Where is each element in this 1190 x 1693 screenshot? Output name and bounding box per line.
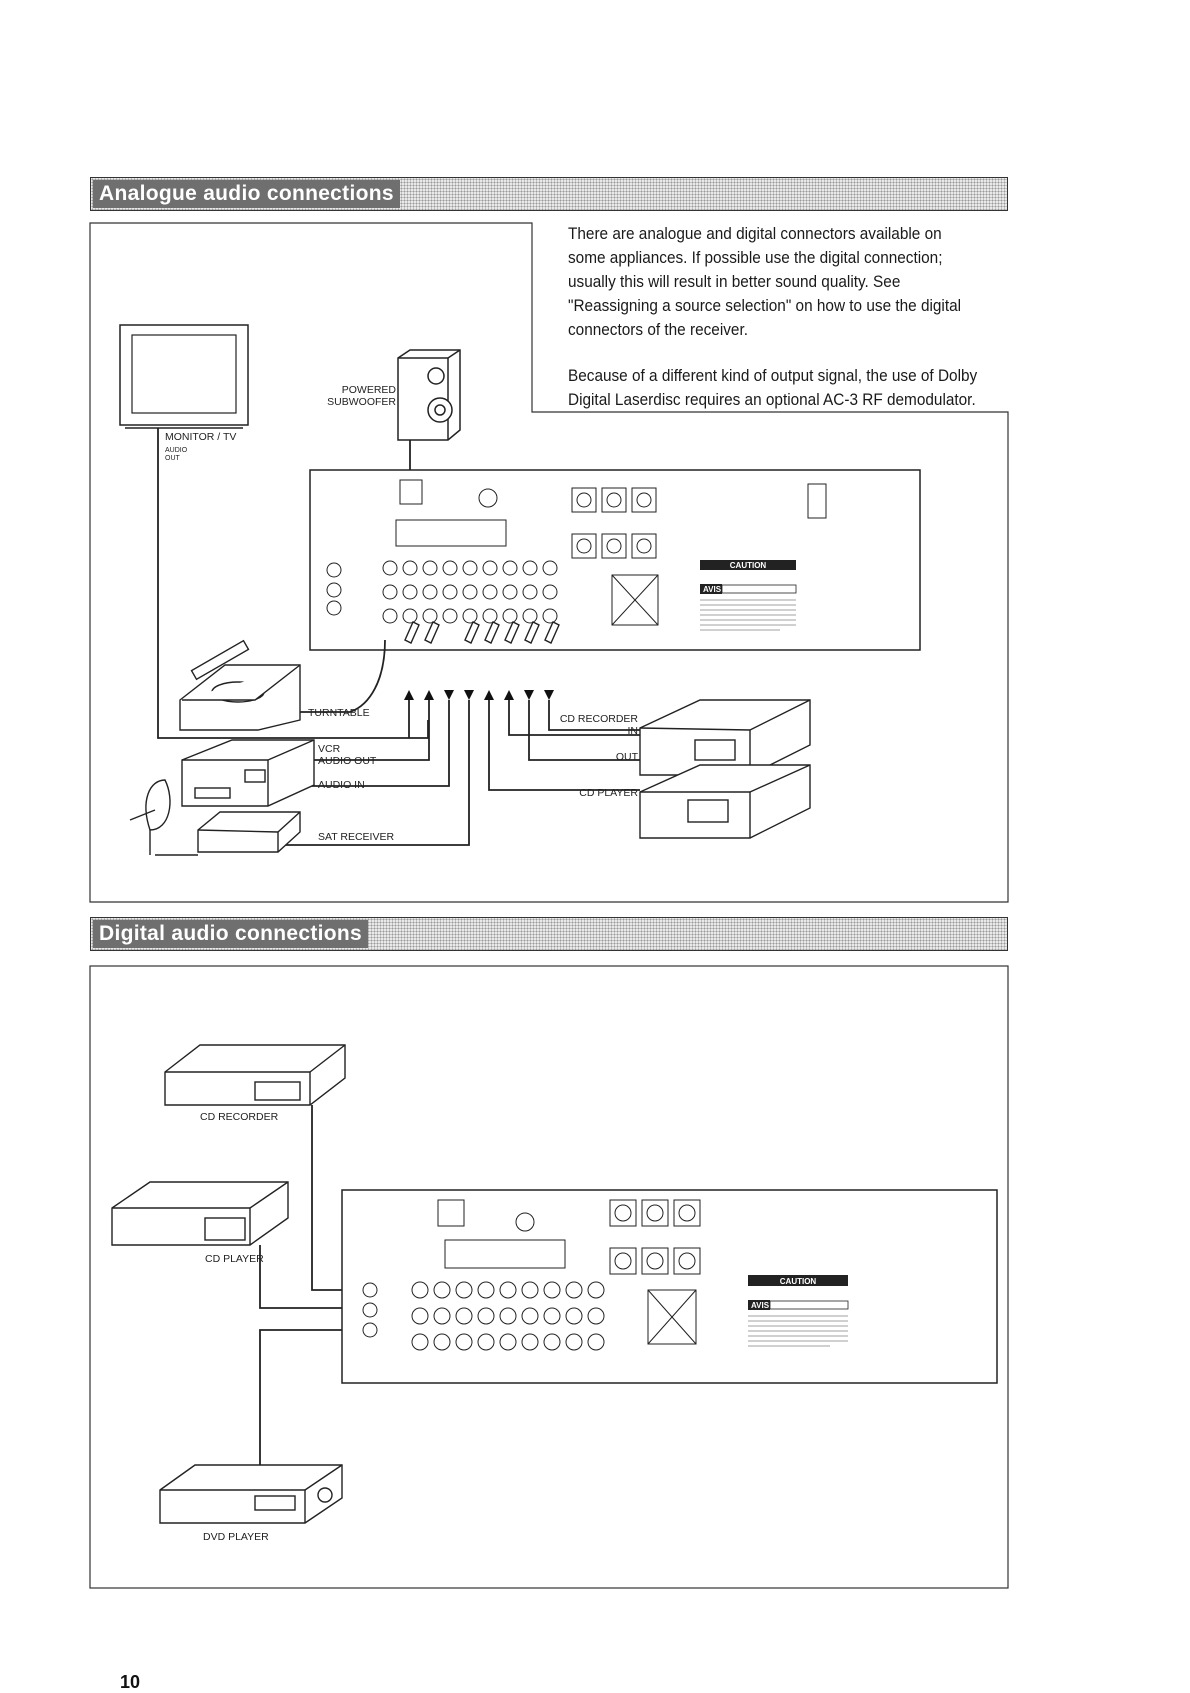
sat-receiver-label: SAT RECEIVER [318,831,394,843]
cd-recorder-in-label: IN [628,725,639,737]
monitor-sub1: AUDIO [165,447,188,454]
vcr-icon [181,739,315,807]
avis-text-analogue: AVIS [703,585,722,594]
cd-recorder-icon-digital [164,1044,346,1106]
receiver-back-panel-analogue [309,469,921,651]
intro-text: There are analogue and digital connector… [568,222,977,434]
intro-paragraph-2: Because of a different kind of output si… [568,367,978,409]
analogue-cables [240,639,640,846]
vcr-audio-out-label: AUDIO OUT [318,755,377,767]
vcr-label: VCR [318,743,341,755]
cd-recorder-label-digital: CD RECORDER [200,1111,279,1123]
receiver-back-panel-digital [341,1189,998,1384]
page-number: 10 [120,1672,141,1692]
subwoofer-label-1: POWERED [342,384,397,396]
digital-cables [259,1105,350,1465]
analogue-section-title: Analogue audio connections [93,180,400,208]
subwoofer-icon [397,349,461,441]
digital-frame [89,965,1009,1589]
receiver-jacks-analogue [326,488,558,624]
sat-receiver-icon [197,811,301,853]
avis-text-digital: AVIS [751,1301,770,1310]
caution-label-analogue [700,560,797,631]
dvd-player-icon [159,1464,343,1524]
satellite-dish-icon [129,779,198,856]
cd-player-label-digital: CD PLAYER [205,1253,264,1265]
cd-player-label: CD PLAYER [579,787,638,799]
turntable-icon [179,639,301,731]
analogue-section-header: Analogue audio connections [90,177,1008,211]
monitor-sub2: OUT [165,455,181,462]
cd-player-icon-digital [111,1181,289,1246]
vcr-audio-in-label: AUDIO IN [318,779,365,791]
subwoofer-label-2: SUBWOOFER [327,396,396,408]
caution-text-digital: CAUTION [780,1277,817,1286]
caution-label-digital [748,1275,849,1347]
cd-recorder-label: CD RECORDER [560,713,639,725]
cd-recorder-icon [639,699,811,776]
monitor-tv-icon [119,324,249,429]
turntable-label: TURNTABLE [308,707,370,719]
digital-section-title: Digital audio connections [93,920,369,948]
digital-section-header: Digital audio connections [90,917,1008,951]
cd-recorder-out-label: OUT [616,751,639,763]
dvd-player-label: DVD PLAYER [203,1531,269,1543]
signal-arrows [404,690,554,700]
cd-player-icon [639,764,811,839]
monitor-label: MONITOR / TV [165,431,236,443]
cinch-plugs [404,621,560,644]
caution-text-analogue: CAUTION [730,561,767,570]
intro-paragraph-1: There are analogue and digital connector… [568,225,962,339]
